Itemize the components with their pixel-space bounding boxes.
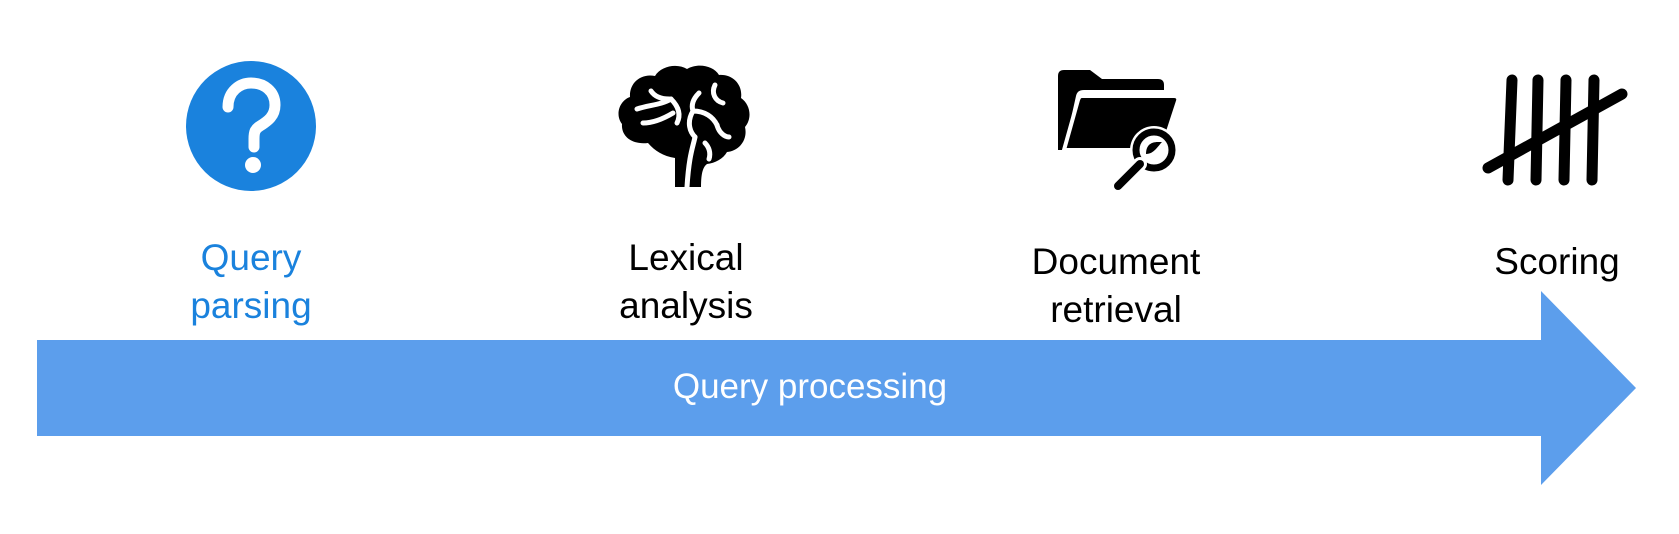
tally-marks-icon	[1482, 74, 1628, 186]
folder-search-icon	[1058, 70, 1181, 193]
question-circle-icon	[186, 61, 316, 191]
step-label-query-parsing: Query parsing	[101, 234, 401, 330]
step-label-document-retrieval: Document retrieval	[966, 238, 1266, 334]
step-label-line2: parsing	[190, 285, 312, 326]
step-label-lexical-analysis: Lexical analysis	[536, 234, 836, 330]
step-label-line1: Query	[200, 237, 302, 278]
brain-icon	[618, 65, 750, 187]
step-label-line1: Document	[1031, 241, 1201, 282]
step-label-line1: Scoring	[1494, 241, 1620, 282]
process-arrow-shape	[37, 291, 1636, 485]
step-label-line2: analysis	[619, 285, 753, 326]
arrow-label: Query processing	[672, 367, 948, 406]
step-label-scoring: Scoring	[1407, 238, 1679, 286]
step-label-line2: retrieval	[1050, 289, 1182, 330]
step-label-line1: Lexical	[628, 237, 744, 278]
